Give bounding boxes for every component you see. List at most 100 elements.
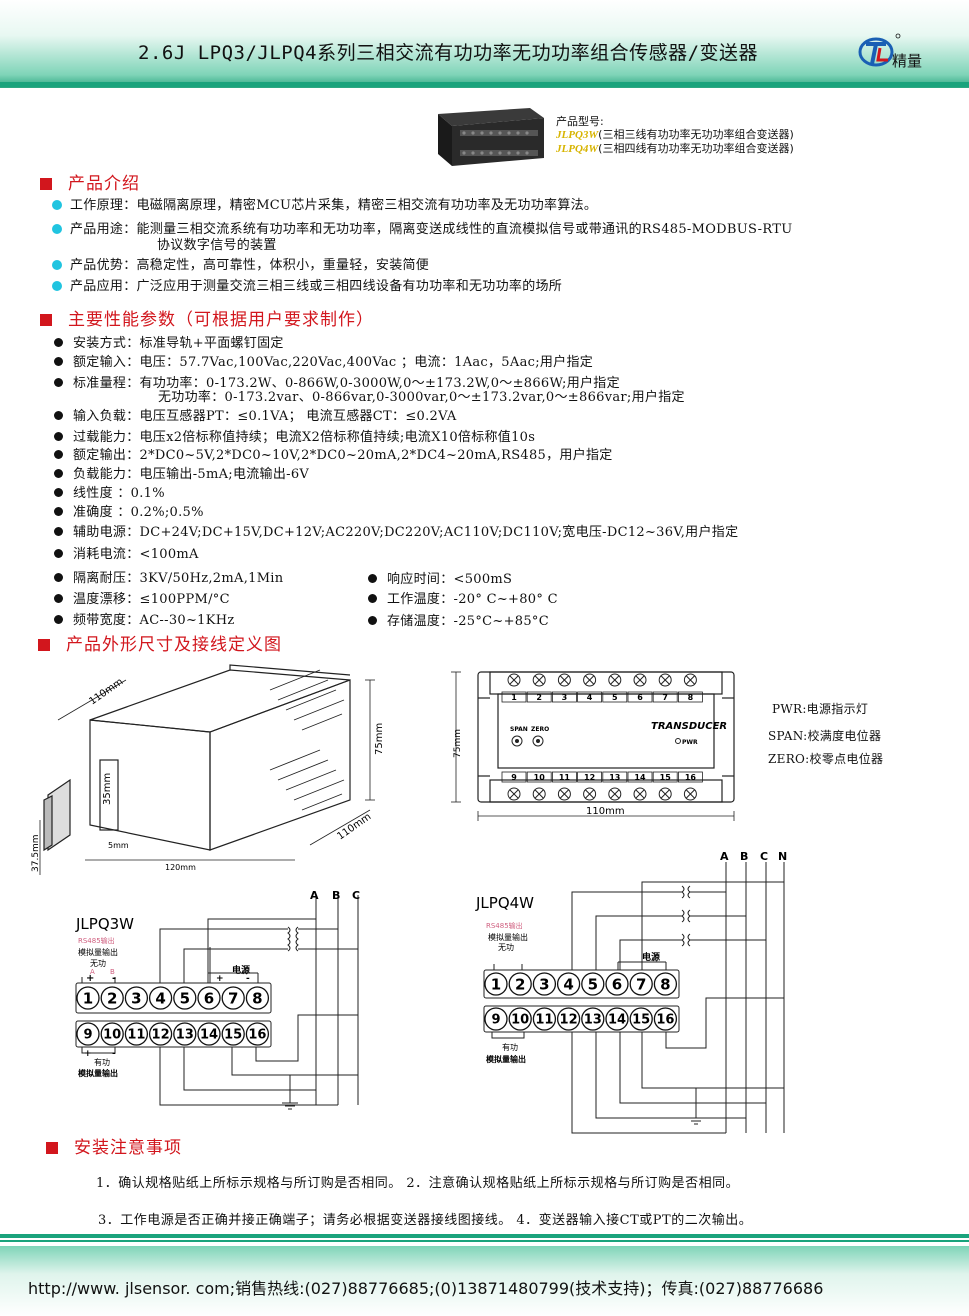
intro-item: 产品优势：高稳定性，高可靠性，体积小，重量轻，安装简便: [52, 254, 429, 273]
span-label: SPAN: [510, 726, 528, 733]
product-model-label: 产品型号:: [556, 115, 604, 128]
transducer-brand: TRANSDUCER: [651, 721, 727, 732]
terminal-number: 16: [685, 773, 697, 782]
terminal-circle: 15: [221, 1022, 245, 1046]
phase-c-label: C: [760, 850, 768, 863]
terminal-number: 10: [534, 773, 546, 782]
terminal-circle: 8: [245, 986, 270, 1010]
terminal-screw: 2: [526, 673, 552, 703]
terminal-screw: 9: [501, 771, 527, 801]
terminal-screw: 16: [677, 771, 703, 801]
terminal-circle: 12: [556, 1007, 581, 1031]
terminal-number: 11: [535, 1013, 553, 1028]
terminal-circle: 5: [581, 972, 605, 996]
terminal-number: 1: [491, 975, 501, 993]
terminal-number: 5: [588, 975, 598, 993]
terminal-circle: 4: [556, 972, 581, 996]
terminal-circle: 3: [532, 972, 557, 996]
terminal-number: 16: [248, 1028, 266, 1043]
dot-bullet-icon: [54, 527, 63, 536]
terminal-screw: 15: [652, 771, 678, 801]
square-bullet-icon: [40, 314, 52, 326]
intro-item: 产品用途：能测量三相交流系统有功功率和无功功率，隔离变送成线性的直流模拟信号或带…: [52, 218, 792, 237]
terminal-number: 4: [587, 693, 593, 702]
terminal-circle: 16: [653, 1007, 678, 1031]
model-desc: (三相四线有功功率无功功率组合变送器): [598, 142, 794, 155]
legend-pwr: PWR:电源指示灯: [772, 702, 869, 716]
intro-item: 产品应用：广泛应用于测量交流三相三线或三相四线设备有功功率和无功功率的场所: [52, 275, 562, 294]
phase-a-label: A: [720, 850, 729, 863]
terminal-number: 7: [662, 693, 668, 702]
jl-logo-icon: [858, 33, 901, 67]
terminal-circle: 10: [508, 1007, 532, 1031]
dot-bullet-icon: [368, 616, 377, 625]
terminal-screw: 6: [627, 673, 653, 703]
param-item: 负载能力：电压输出-5mA;电流输出-6V: [54, 463, 309, 482]
terminal-circle: 2: [508, 972, 532, 996]
terminal-circle: 8: [653, 972, 678, 996]
param-item: 额定输入：电压：57.7Vac,100Vac,220Vac,400Vac ；电流…: [54, 351, 593, 370]
terminal-number: 6: [612, 975, 622, 993]
terminal-number: 4: [563, 975, 573, 993]
terminal-number: 9: [491, 1013, 500, 1028]
param-item: 存储温度：-25°C~+85°C: [368, 610, 549, 629]
analog-label: 模拟量输出: [488, 932, 528, 942]
phase-n-label: N: [778, 850, 787, 863]
terminal-circle: 3: [124, 986, 149, 1010]
terminal-screw: 10: [526, 771, 552, 801]
terminal-screw: 14: [627, 771, 653, 801]
analog-bottom-label: 模拟量输出: [78, 1068, 118, 1078]
terminal-number: 3: [562, 693, 568, 702]
terminal-screw: 7: [652, 673, 678, 703]
dot-bullet-icon: [54, 469, 63, 478]
terminal-circle: 7: [221, 986, 245, 1010]
pwr-label: PWR: [682, 739, 698, 746]
terminal-number: 2: [515, 975, 525, 993]
terminal-screw: 5: [602, 673, 628, 703]
reactive-label: 无功: [498, 942, 514, 952]
terminal-number: 2: [107, 989, 117, 1007]
analog-label: 模拟量输出: [78, 947, 118, 957]
square-bullet-icon: [38, 639, 50, 651]
dot-bullet-icon: [368, 574, 377, 583]
dot-bullet-icon: [54, 378, 63, 387]
rs485-label: RS485输出: [78, 936, 115, 945]
circle-bullet-icon: [52, 281, 62, 291]
section-heading-notes: 安装注意事项: [46, 1133, 182, 1158]
power-minus: -: [246, 974, 250, 984]
dim-75: 75mm: [374, 723, 385, 755]
dot-bullet-icon: [54, 411, 63, 420]
terminal-number: 13: [609, 773, 620, 782]
dot-bullet-icon: [368, 594, 377, 603]
wiring-title-4w: JLPQ4W: [475, 894, 534, 912]
dot-bullet-icon: [54, 594, 63, 603]
terminal-number: 7: [636, 975, 646, 993]
terminal-number: 11: [559, 773, 571, 782]
power-plus: +: [216, 974, 224, 984]
terminal-number: 8: [660, 975, 670, 993]
terminal-number: 14: [608, 1013, 626, 1028]
active-label: 有功: [94, 1057, 110, 1067]
terminal-number: 13: [584, 1013, 602, 1028]
dim-120: 120mm: [165, 863, 196, 872]
terminal-circle: 15: [629, 1007, 653, 1031]
wiring-title-3w: JLPQ3W: [75, 915, 134, 933]
dot-bullet-icon: [54, 507, 63, 516]
param-item: 线性度 ：0.1%: [54, 482, 165, 501]
page-title: 2.6J LPQ3/JLPQ4系列三相交流有功功率无功功率组合传感器/变送器: [138, 42, 759, 64]
logo-text: 精量: [892, 52, 923, 70]
power-label: 电源: [232, 964, 250, 976]
terminal-number: 5: [612, 693, 618, 702]
product-photo: [438, 108, 544, 166]
footer-band: [0, 1246, 969, 1316]
terminal-number: 1: [83, 989, 93, 1007]
terminal-number: 12: [152, 1028, 170, 1043]
param-item: 输入负载：电压互感器PT：≤0.1VA； 电流互感器CT：≤0.2VA: [54, 405, 457, 424]
out-plus: +: [84, 1049, 92, 1059]
section-heading-intro: 产品介绍: [40, 169, 140, 194]
power-label: 电源: [642, 951, 660, 963]
footer-contact: http://www. jlsensor. com;销售热线:(027)8877…: [28, 1279, 824, 1298]
model-desc: (三相三线有功功率无功功率组合变送器): [598, 128, 794, 141]
